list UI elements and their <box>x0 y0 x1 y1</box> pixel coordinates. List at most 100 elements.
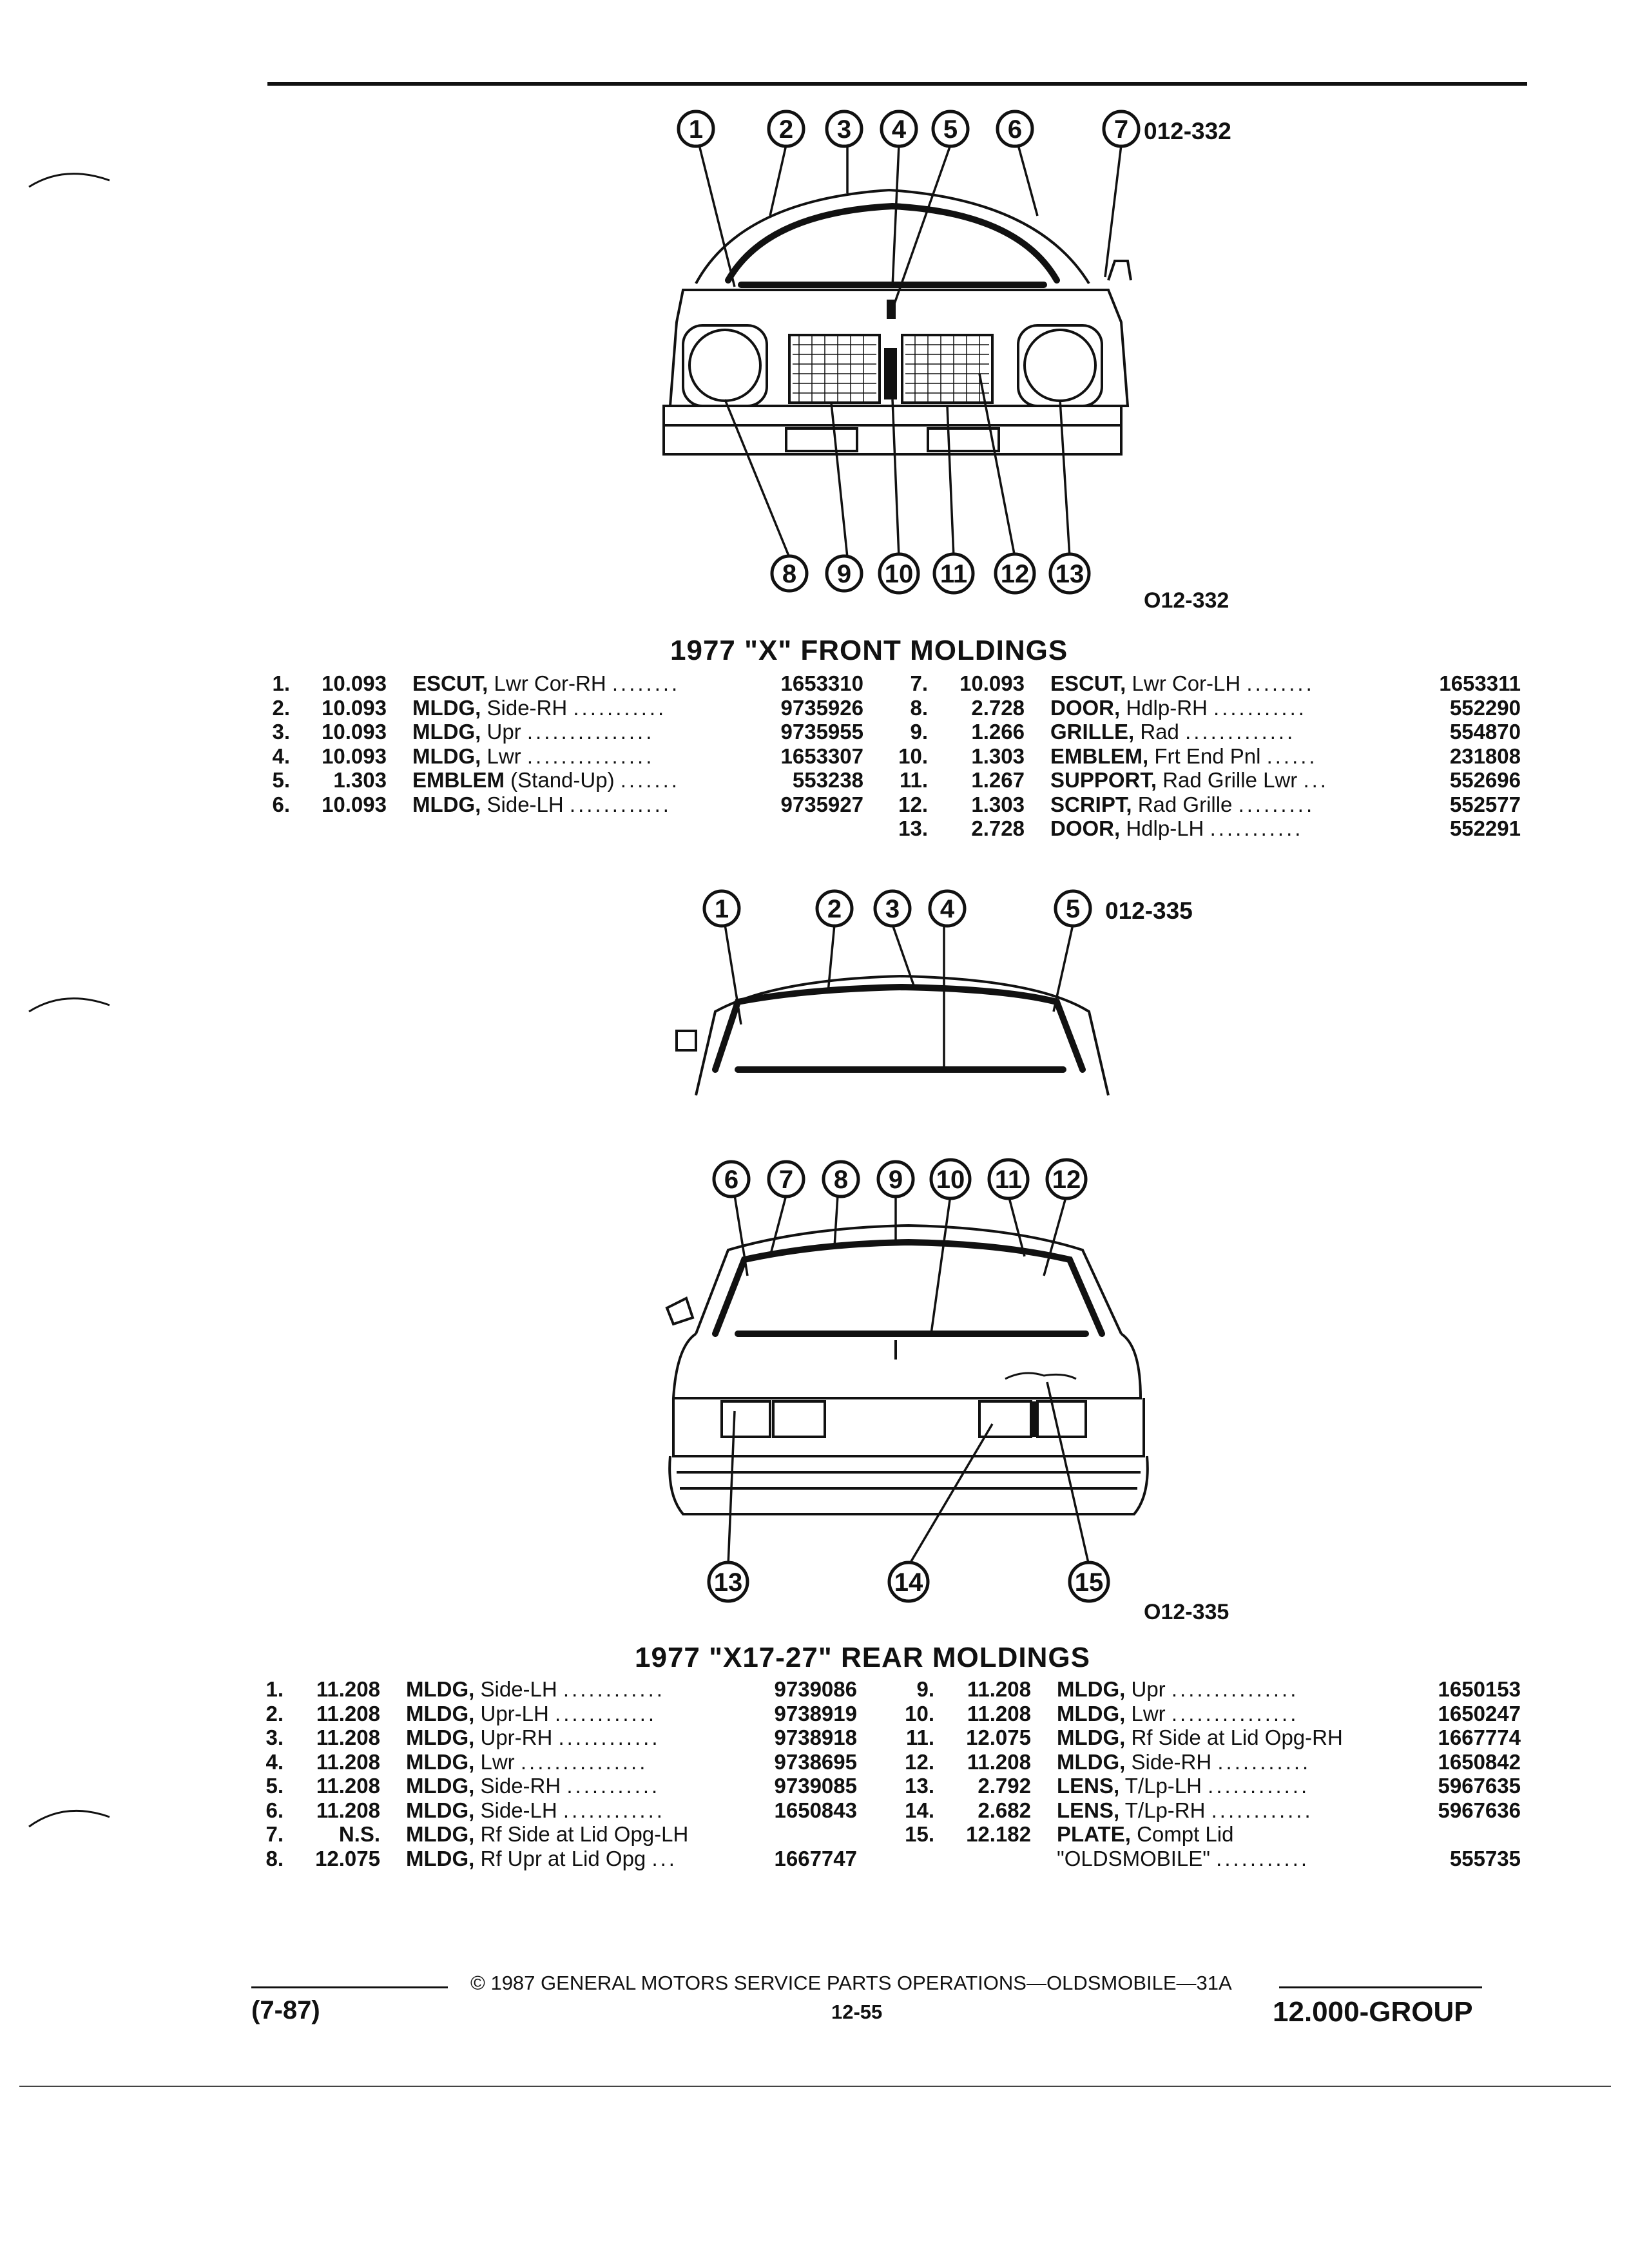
footer-copyright: © 1987 GENERAL MOTORS SERVICE PARTS OPER… <box>470 1972 1232 1994</box>
callout-r13: 13 <box>707 1561 749 1603</box>
bottom-rule <box>19 2086 1611 2087</box>
callout-r11: 11 <box>987 1158 1030 1200</box>
footer-date: (7-87) <box>251 1996 320 2024</box>
rear-window-leaders <box>724 924 1074 1070</box>
table-row: "OLDSMOBILE" ...........555735 <box>1057 1846 1521 1870</box>
callout-r7: 7 <box>767 1160 805 1198</box>
table-row: 7.N.S.MLDG, Rf Side at Lid Opg-LH <box>265 1822 689 1846</box>
rear-window-outline <box>675 974 1110 1096</box>
rear-car-outline <box>665 1224 1149 1515</box>
svg-text:9: 9 <box>837 560 851 588</box>
footer-group: 12.000-GROUP <box>1273 1996 1473 2028</box>
front-moldings-diagram: 1 2 3 4 5 6 7 8 9 10 11 12 13 <box>662 110 1141 595</box>
callout-r15: 15 <box>1068 1561 1110 1603</box>
callout-r6: 6 <box>712 1160 751 1198</box>
svg-text:14: 14 <box>894 1568 923 1597</box>
rear-moldings-diagram: 6 7 8 9 10 11 12 13 14 15 <box>665 1158 1149 1603</box>
svg-text:4: 4 <box>940 895 955 923</box>
callout-r5: 5 <box>1054 889 1092 928</box>
callout-r4: 4 <box>928 889 967 928</box>
svg-text:10: 10 <box>885 560 914 588</box>
callout-13: 13 <box>1048 552 1091 595</box>
callout-r3: 3 <box>873 889 912 928</box>
rear-leaders <box>727 1195 1090 1566</box>
footer-page-number: 12-55 <box>831 2001 883 2023</box>
svg-text:3: 3 <box>885 895 900 923</box>
rear-window-diagram: 1 2 3 4 5 <box>675 889 1110 1096</box>
front-ref-top: 012-332 <box>1144 118 1231 144</box>
svg-text:9: 9 <box>889 1166 903 1194</box>
svg-text:12: 12 <box>1001 560 1030 588</box>
svg-text:5: 5 <box>943 115 958 144</box>
svg-text:10: 10 <box>936 1166 965 1194</box>
svg-text:4: 4 <box>892 115 907 144</box>
callout-r1: 1 <box>702 889 741 928</box>
svg-text:8: 8 <box>834 1166 848 1194</box>
svg-text:2: 2 <box>779 115 793 144</box>
callout-5: 5 <box>931 110 970 148</box>
rear-ref-bottom: O12-335 <box>1144 1600 1229 1624</box>
callout-11: 11 <box>932 552 975 595</box>
svg-text:3: 3 <box>837 115 851 144</box>
callout-4: 4 <box>880 110 918 148</box>
front-section-title: 1977 "X" FRONT MOLDINGS <box>670 635 1068 666</box>
svg-text:5: 5 <box>1066 895 1080 923</box>
front-leader-lines <box>698 144 1123 558</box>
callout-r9: 9 <box>876 1160 915 1198</box>
callout-r10: 10 <box>929 1158 972 1200</box>
footer-rule-left <box>251 1986 448 1988</box>
callout-9: 9 <box>825 554 863 593</box>
front-ref-bottom: O12-332 <box>1144 588 1229 613</box>
callout-r8: 8 <box>822 1160 860 1198</box>
footer-rule-right <box>1279 1986 1482 1988</box>
svg-text:7: 7 <box>1114 115 1128 144</box>
callout-12: 12 <box>994 552 1036 595</box>
margin-mark <box>28 997 110 1013</box>
callout-r14: 14 <box>887 1561 930 1603</box>
margin-mark <box>28 1809 110 1828</box>
rear-section-title: 1977 "X17-27" REAR MOLDINGS <box>635 1642 1090 1673</box>
callout-8: 8 <box>770 554 809 593</box>
callout-r12: 12 <box>1045 1158 1088 1200</box>
rear-ref-top: 012-335 <box>1105 898 1193 924</box>
callout-6: 6 <box>996 110 1034 148</box>
svg-text:12: 12 <box>1052 1166 1081 1194</box>
svg-text:6: 6 <box>1008 115 1022 144</box>
svg-text:15: 15 <box>1075 1568 1104 1597</box>
svg-text:1: 1 <box>689 115 703 144</box>
callout-r2: 2 <box>815 889 854 928</box>
front-car-outline <box>662 188 1132 456</box>
svg-text:11: 11 <box>995 1166 1022 1194</box>
svg-text:1: 1 <box>715 895 729 923</box>
svg-text:2: 2 <box>827 895 842 923</box>
